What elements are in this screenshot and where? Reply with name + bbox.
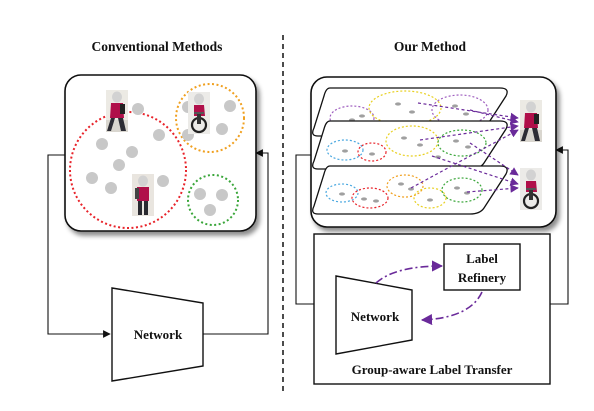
refinery-to-network-arrow [420, 291, 483, 326]
left-input-arrow [203, 149, 269, 335]
left-network-block [111, 287, 204, 382]
right-title: Our Method [394, 39, 467, 54]
label-association-arrows [410, 102, 519, 193]
left-sample-dots [86, 100, 236, 216]
pedestrian-cyclist-image [518, 166, 544, 212]
cluster-layer-2 [312, 120, 508, 170]
right-network-label: Network [351, 309, 400, 324]
pedestrian-standing-image [132, 174, 154, 216]
right-network-block [335, 275, 413, 355]
network-to-refinery-arrow [375, 260, 444, 284]
left-network-label: Network [134, 327, 183, 342]
label-refinery-line2: Refinery [458, 270, 507, 285]
left-cluster-box [64, 74, 257, 232]
label-refinery-line1: Label [466, 251, 498, 266]
pedestrian-walking-image [106, 90, 128, 132]
label-refinery-block [443, 243, 521, 291]
pedestrian-walking-image [520, 100, 542, 142]
multi-granularity-cluster-layers [312, 87, 508, 215]
pedestrian-cyclist-image [186, 90, 212, 136]
red-cluster [69, 111, 187, 229]
left-title: Conventional Methods [92, 39, 223, 54]
module-caption: Group-aware Label Transfer [352, 362, 513, 377]
left-feedback-arrow [47, 154, 111, 338]
orange-cluster [175, 83, 245, 153]
green-cluster [187, 174, 239, 226]
right-input-arrow [550, 146, 569, 305]
